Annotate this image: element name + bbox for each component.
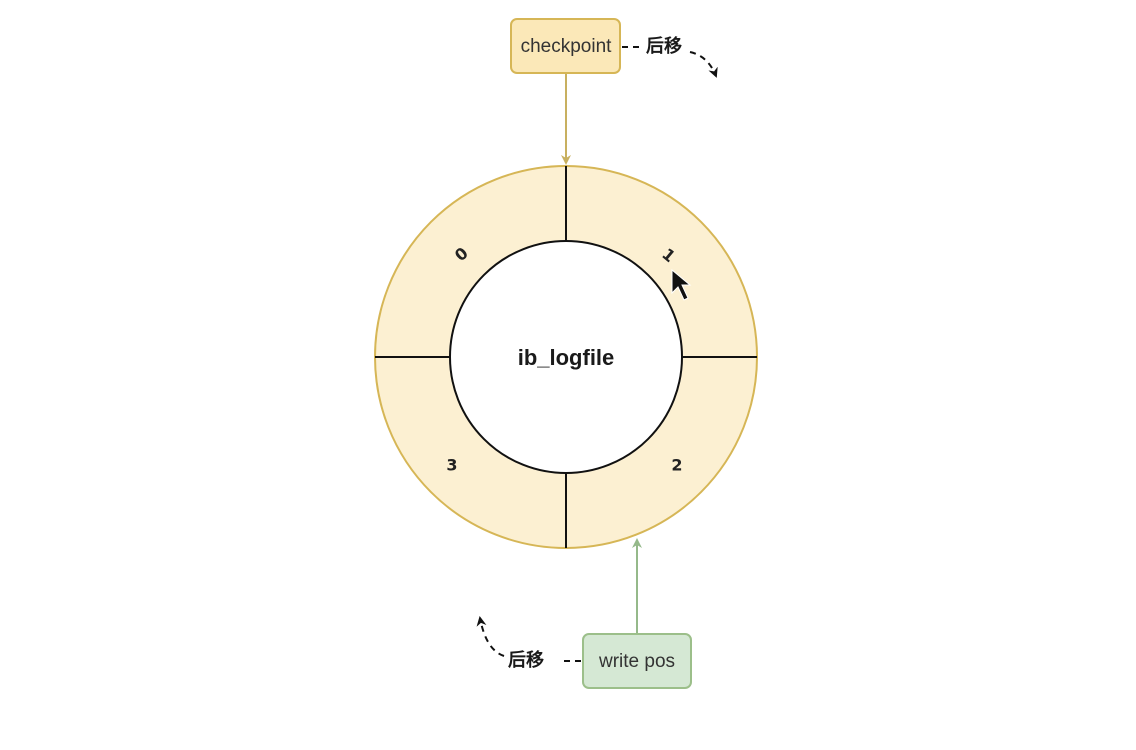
center-label: ib_logfile bbox=[518, 345, 615, 370]
checkpoint-move-note: 后移 bbox=[646, 35, 682, 57]
write-pos-node[interactable] bbox=[582, 633, 692, 689]
segment-label-3: 3 bbox=[446, 456, 457, 475]
write-pos-move-note: 后移 bbox=[508, 649, 544, 671]
checkpoint-node[interactable] bbox=[510, 18, 621, 74]
mouse-cursor-icon bbox=[671, 268, 692, 301]
checkpoint-move-arrow bbox=[689, 51, 718, 78]
write-pos-move-arrow bbox=[476, 616, 505, 657]
write-pos-label: write pos bbox=[598, 651, 675, 672]
checkpoint-label: checkpoint bbox=[521, 36, 613, 57]
segment-label-2: 2 bbox=[671, 456, 682, 475]
